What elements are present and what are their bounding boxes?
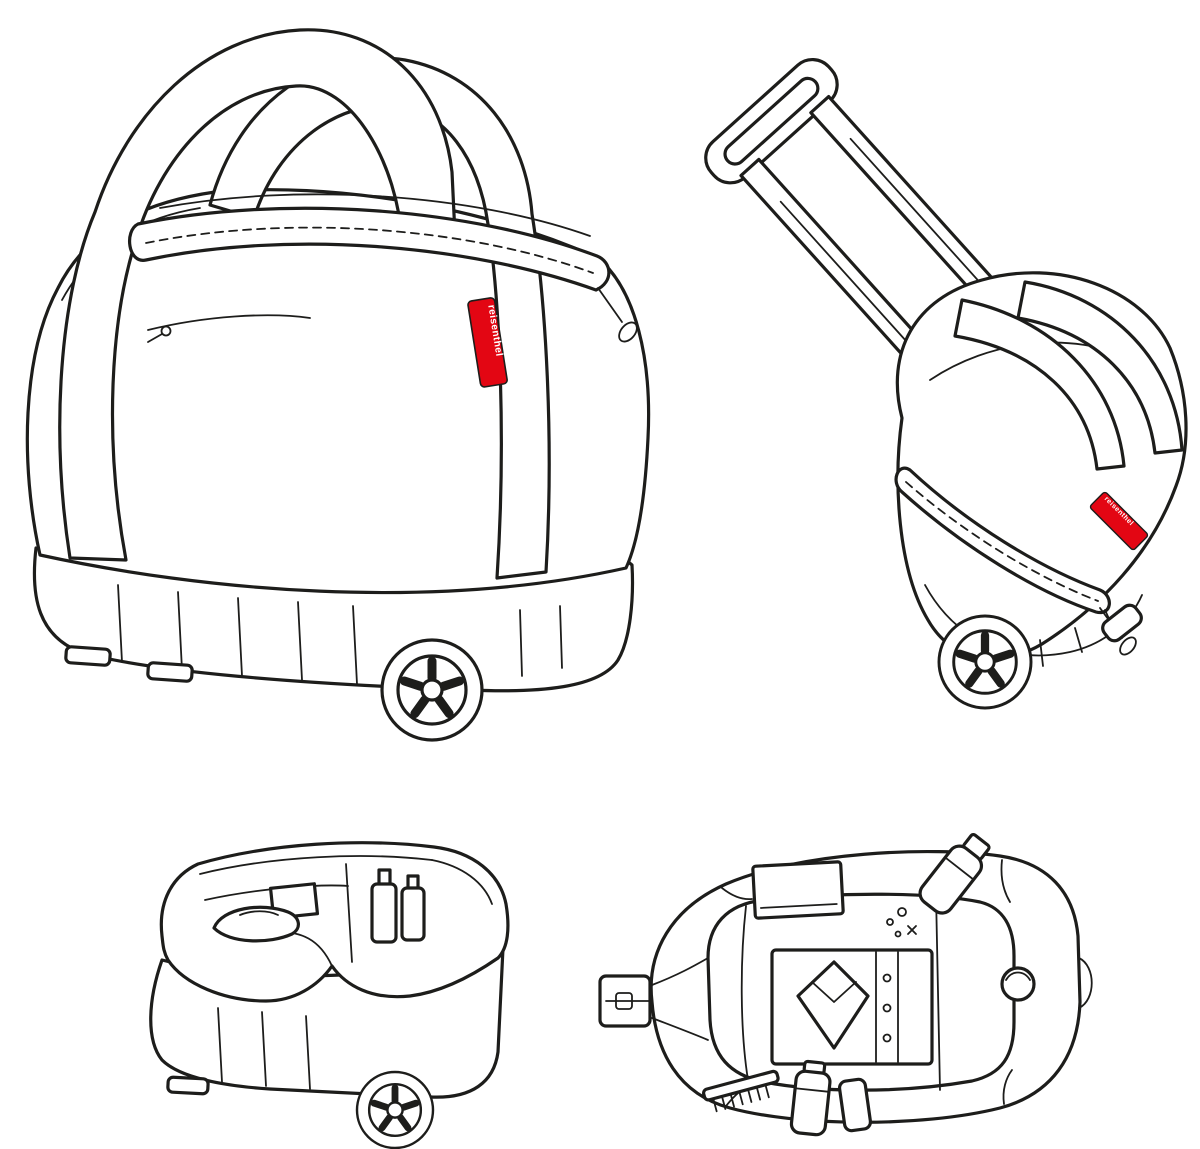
carry-handle bbox=[1016, 280, 1184, 455]
view-trolley-tilted: reisenthel bbox=[704, 57, 1188, 708]
tube-item bbox=[837, 1077, 873, 1133]
wheel-icon bbox=[939, 616, 1031, 708]
carry-handle bbox=[953, 298, 1126, 471]
bottle-tipped bbox=[918, 833, 991, 915]
foot bbox=[64, 645, 112, 667]
bottle bbox=[370, 868, 398, 944]
foot bbox=[146, 661, 194, 683]
zipper-pull-cord bbox=[597, 287, 623, 323]
comb-item bbox=[702, 1069, 780, 1113]
divider bbox=[345, 863, 353, 963]
pouch-item bbox=[212, 905, 300, 943]
zipper-pull bbox=[618, 321, 638, 343]
open-bag-body bbox=[159, 841, 510, 1003]
view-open-interior bbox=[149, 841, 510, 1148]
base-ribs bbox=[217, 1007, 311, 1090]
rolled-item bbox=[1000, 966, 1036, 1002]
side-loop bbox=[1078, 957, 1093, 1009]
zipper-frame bbox=[128, 193, 638, 343]
corner-bumper bbox=[1101, 603, 1143, 643]
view-top-open bbox=[598, 833, 1093, 1137]
bag-body bbox=[895, 271, 1188, 661]
foot bbox=[166, 1075, 210, 1096]
bottle bbox=[400, 874, 426, 942]
zipper-tab bbox=[598, 974, 653, 1028]
base-ribs bbox=[117, 584, 563, 685]
book-item bbox=[751, 860, 845, 920]
water-droplets bbox=[886, 907, 917, 938]
shirt-item bbox=[770, 948, 934, 1066]
wheel-icon bbox=[357, 1072, 433, 1148]
view-trolley-front: reisenthel bbox=[25, 28, 651, 740]
zipper-pull bbox=[1119, 636, 1137, 656]
wheel-icon bbox=[382, 640, 482, 740]
tube-item bbox=[789, 1059, 832, 1137]
front-pocket bbox=[147, 314, 311, 343]
